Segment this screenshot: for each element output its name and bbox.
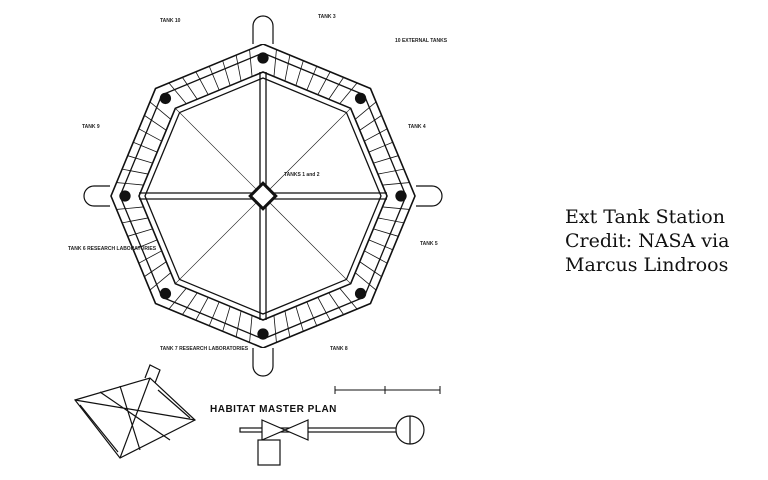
ring-rib: [133, 239, 158, 251]
ring-rib: [295, 306, 304, 332]
diagram-title: HABITAT MASTER PLAN: [210, 404, 337, 415]
node-joint: [257, 328, 269, 340]
ring-rib: [208, 301, 220, 326]
diagonal-cable: [175, 108, 264, 197]
side-view-sketch: [239, 415, 425, 466]
ring-rib: [195, 297, 209, 321]
ring-rib: [273, 49, 277, 77]
ring-rib: [364, 250, 388, 264]
node-joint: [119, 190, 131, 202]
ring-rib: [122, 168, 149, 175]
ring-rib: [354, 272, 377, 291]
ring-inner: [138, 71, 388, 321]
diagonal-cable: [262, 108, 351, 197]
ring-rib: [138, 250, 162, 264]
ring-rib: [284, 55, 291, 82]
ring-rib: [122, 217, 149, 224]
ring-rib: [168, 287, 187, 310]
label-tank-4: TANK 4: [408, 124, 426, 130]
ring-rib: [182, 77, 198, 100]
ring-rib: [222, 306, 231, 332]
label-tank-3: TANK 3: [318, 14, 336, 20]
ring-rib: [208, 66, 220, 91]
ring-rib: [328, 292, 344, 315]
label-tank-5: TANK 5: [420, 241, 438, 247]
ring-rib: [382, 182, 410, 186]
pods: [83, 15, 443, 377]
caption-line-3: Marcus Lindroos: [565, 254, 729, 276]
label-tank-9: TANK 9: [82, 124, 100, 130]
node-joint: [395, 190, 407, 202]
ring-rib: [328, 77, 344, 100]
pod-left: [83, 185, 110, 207]
ring-rib: [317, 71, 331, 95]
ring-rib: [195, 71, 209, 95]
node-joint: [159, 92, 172, 105]
ring-rib: [127, 155, 153, 164]
ring-rib: [339, 82, 358, 105]
ring-rib: [235, 55, 242, 82]
ring-rib: [306, 301, 318, 326]
ring-rib: [359, 261, 382, 277]
ring-rib: [317, 297, 331, 321]
label-tank-6: TANK 6 RESEARCH LABORATORIES: [68, 246, 157, 252]
ring-rib: [306, 66, 318, 91]
ring-rib: [249, 315, 253, 343]
node-joint: [257, 52, 269, 64]
label-external-tanks: 10 EXTERNAL TANKS: [395, 38, 448, 44]
label-tank-7: TANK 7 RESEARCH LABORATORIES: [160, 346, 249, 352]
ring-rib: [168, 82, 187, 105]
ring-rib: [182, 292, 198, 315]
node-joint: [354, 92, 367, 105]
ring-rib: [373, 228, 399, 237]
diagonal-cable: [262, 195, 351, 284]
ring-rib: [116, 182, 144, 186]
label-center-tanks: TANKS 1 and 2: [284, 172, 320, 178]
ring-rib: [377, 168, 404, 175]
pod-bottom: [252, 348, 274, 377]
ring-rib: [149, 101, 172, 120]
ring-rib: [138, 128, 162, 142]
caption-line-2: Credit: NASA via: [565, 230, 730, 252]
ring-rib: [284, 310, 291, 337]
scale-bar: [334, 386, 441, 394]
ring-rib: [295, 60, 304, 86]
ring-rib: [373, 155, 399, 164]
ring-rib: [133, 141, 158, 153]
label-tank-10: TANK 10: [160, 18, 181, 24]
ring-rib: [382, 206, 410, 210]
diagonal-cable: [175, 195, 264, 284]
ring-rib: [222, 60, 231, 86]
pod-right: [416, 185, 443, 207]
ring-rib: [354, 101, 377, 120]
ring-rib: [273, 315, 277, 343]
inner-panel-border: [144, 77, 382, 315]
node-joint: [159, 287, 172, 300]
ring-rib: [144, 261, 167, 277]
ring-rib: [359, 115, 382, 131]
ring-rib: [144, 115, 167, 131]
image-caption: Ext Tank Station Credit: NASA via Marcus…: [565, 205, 729, 277]
ring-rib: [377, 217, 404, 224]
truss-sketch: [73, 364, 197, 459]
ring-rib: [116, 206, 144, 210]
octagon-ring: [110, 43, 416, 349]
ring-rib: [339, 287, 358, 310]
caption-line-1: Ext Tank Station: [565, 206, 725, 228]
label-tank-8: TANK 8: [330, 346, 348, 352]
central-hub: [248, 181, 278, 211]
ring-rib: [368, 239, 393, 251]
ring-rib: [235, 310, 242, 337]
node-joint: [354, 287, 367, 300]
ring-rib: [364, 128, 388, 142]
ring-rib: [127, 228, 153, 237]
ring-rib: [368, 141, 393, 153]
pod-top: [252, 15, 274, 44]
ring-rib: [249, 49, 253, 77]
ring-rib: [149, 272, 172, 291]
